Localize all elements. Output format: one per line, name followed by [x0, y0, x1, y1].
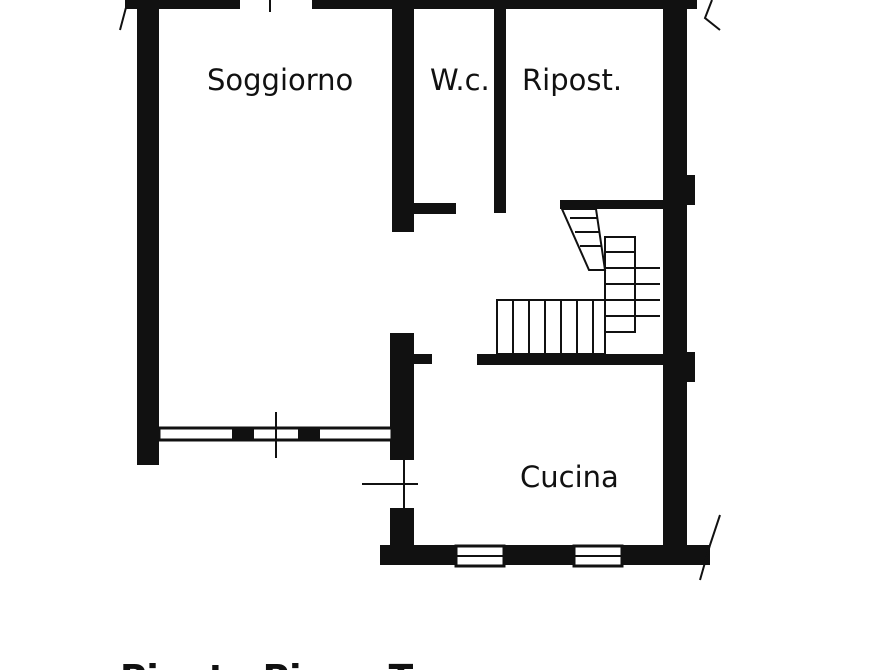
plan-caption: Pianta Piano Terra	[120, 658, 493, 670]
staircase	[496, 208, 660, 355]
room-label-living: Soggiorno	[207, 63, 353, 97]
room-label-kitchen: Cucina	[520, 460, 619, 494]
living-window	[157, 412, 394, 458]
room-label-storage: Ripost.	[522, 63, 622, 97]
wall-right	[663, 0, 687, 545]
wall-bottom	[380, 545, 710, 565]
break-lines	[119, 0, 721, 581]
wall-top-a	[125, 0, 240, 9]
wall-stair-top	[560, 200, 663, 209]
walls	[125, 0, 710, 565]
wall-right-jamb-1	[680, 175, 695, 205]
wall-kitchen-left	[390, 333, 414, 460]
wall-kitchen-stub	[414, 354, 432, 364]
wall-partition-storage	[494, 0, 506, 213]
room-label-wc: W.c.	[430, 63, 490, 97]
wall-stair-bottom	[477, 354, 663, 365]
wall-right-jamb-2	[680, 352, 695, 382]
wall-left	[137, 0, 159, 465]
kitchen-windows	[454, 544, 624, 568]
wall-stub-wc	[414, 203, 456, 214]
wall-partition-wc	[392, 0, 414, 232]
